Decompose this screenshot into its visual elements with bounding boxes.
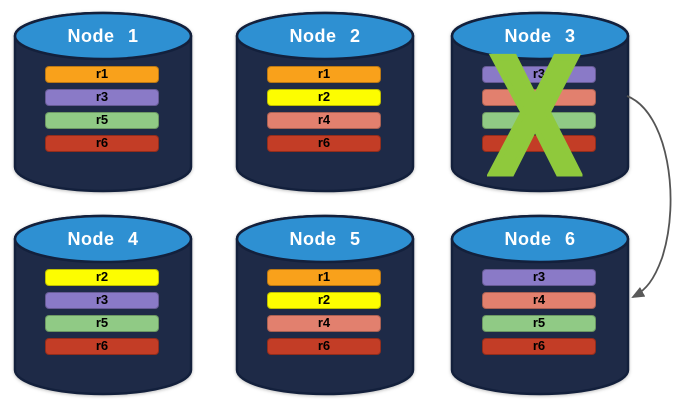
replica-bar: r3: [482, 269, 596, 286]
replica-label: r6: [532, 338, 546, 353]
replica-bar: [482, 112, 596, 129]
replica-label: r1: [95, 66, 109, 81]
replica-bar: r3: [45, 292, 159, 309]
replica-label: r2: [95, 269, 109, 284]
replica-label: r3: [95, 292, 109, 307]
replica-label: r4: [317, 112, 331, 127]
node-cylinder-1: Node 1 r1 r3 r5 r6: [13, 8, 193, 194]
replica-bar: r5: [45, 315, 159, 332]
replica-bar: r6: [267, 338, 381, 355]
replica-bar: r1: [45, 66, 159, 83]
replica-bar: r2: [267, 292, 381, 309]
replica-label: r2: [317, 89, 331, 104]
replica-bar: r6: [45, 338, 159, 355]
replica-bar: r1: [267, 269, 381, 286]
replica-label: r6: [317, 135, 331, 150]
failure-x-icon: X: [487, 21, 582, 209]
replica-bar: r6: [267, 135, 381, 152]
replica-bar: r4: [267, 315, 381, 332]
replica-label: r2: [317, 292, 331, 307]
replica-bar: r5: [482, 315, 596, 332]
replica-label: r3: [532, 269, 546, 284]
replica-label: r6: [95, 135, 109, 150]
node-cylinder-2: Node 2 r1 r2 r4 r6: [235, 8, 415, 194]
replica-label: r4: [317, 315, 331, 330]
replica-label: r6: [95, 338, 109, 353]
replica-label: r5: [95, 315, 109, 330]
node-cylinder-4: Node 4 r2 r3 r5 r6: [13, 211, 193, 397]
replica-bar: r4: [482, 292, 596, 309]
replica-bar: r5: [45, 112, 159, 129]
replica-bar: r2: [267, 89, 381, 106]
replica-bar: [482, 135, 596, 152]
replica-bar: r6: [45, 135, 159, 152]
node-title: Node 4: [67, 229, 139, 249]
replica-label: r1: [317, 269, 331, 284]
replica-bar: [482, 89, 596, 106]
replica-label: r3: [95, 89, 109, 104]
replica-bar: r3: [482, 66, 596, 83]
replica-label: r1: [317, 66, 331, 81]
node-title: Node 3: [504, 26, 576, 46]
replica-bar: r3: [45, 89, 159, 106]
replica-bar: r4: [267, 112, 381, 129]
replica-bar: r2: [45, 269, 159, 286]
node-title: Node 6: [504, 229, 576, 249]
replica-label: r3: [532, 66, 546, 81]
replica-label: r5: [532, 315, 546, 330]
replica-label: r4: [532, 292, 546, 307]
replica-bar: r6: [482, 338, 596, 355]
node-title: Node 1: [67, 26, 139, 46]
node-cylinder-5: Node 5 r1 r2 r4 r6: [235, 211, 415, 397]
node-title: Node 2: [289, 26, 361, 46]
node-title: Node 5: [289, 229, 361, 249]
node-cylinder-6: Node 6 r3 r4 r5 r6: [450, 211, 630, 397]
replica-label: r5: [95, 112, 109, 127]
replica-label: r6: [317, 338, 331, 353]
replica-bar: r1: [267, 66, 381, 83]
